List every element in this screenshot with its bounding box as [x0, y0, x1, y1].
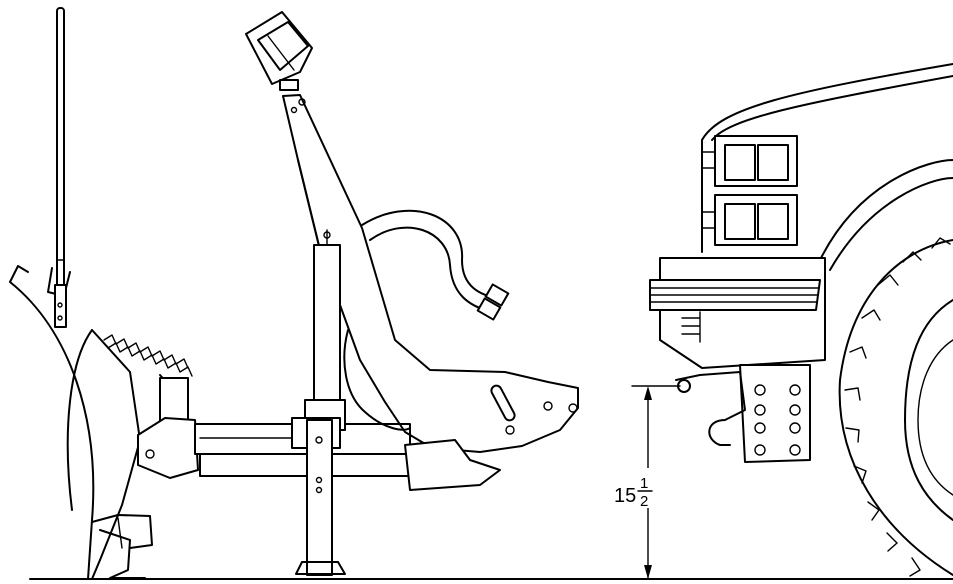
dimension-numerator: 1	[640, 475, 648, 492]
dimension-whole: 15	[614, 485, 636, 507]
truck-front	[649, 63, 953, 577]
mount-bracket	[404, 439, 501, 491]
height-dimension: 15 1 2	[612, 385, 681, 580]
headlight-assembly	[245, 11, 313, 91]
blade-marker-rod	[54, 7, 67, 328]
lift-tower	[282, 94, 579, 453]
a-frame	[137, 377, 411, 479]
hydraulic-hose	[343, 209, 510, 431]
parking-stand	[295, 419, 346, 576]
slot-pin	[490, 384, 516, 422]
blade-shoe	[91, 514, 153, 579]
dimension-denominator: 2	[640, 493, 648, 510]
hydraulic-cylinder	[291, 229, 346, 449]
